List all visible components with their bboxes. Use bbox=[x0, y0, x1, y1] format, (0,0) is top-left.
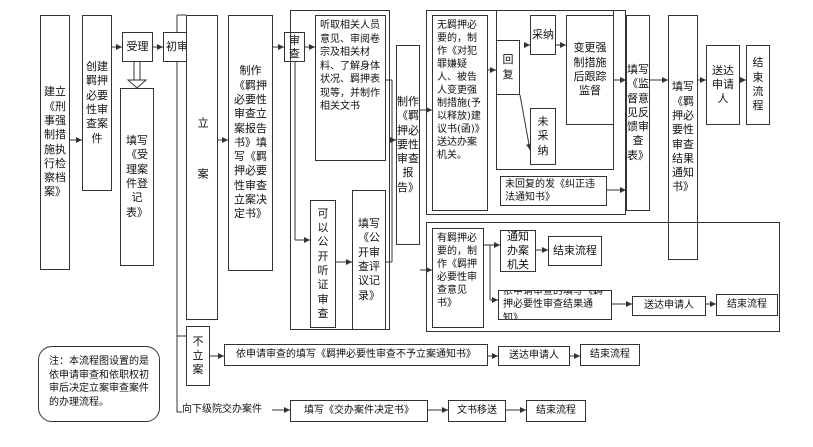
applied-result-box: 依申请审查的填写《羁押必要性审查结果通知》 bbox=[498, 290, 612, 320]
end-notify-label: 结束流程 bbox=[553, 244, 597, 258]
public-hearing-box: 可以公开听证审查 bbox=[310, 200, 336, 328]
review-label: 审查 bbox=[289, 33, 300, 60]
deliver-applicant3-box: 送达申请人 bbox=[498, 346, 570, 366]
make-report-label: 制作《羁押必要性审查立案报告书》填写《羁押必要性审查立案决定书》 bbox=[234, 64, 267, 221]
has-need-box: 有羁押必要的，制作《羁押必要性审查意见书》 bbox=[432, 228, 484, 328]
not-adopt-box: 未采纳 bbox=[530, 108, 556, 165]
notify-agency-box: 通知办案机关 bbox=[500, 230, 536, 272]
public-hearing-label: 可以公开听证审查 bbox=[317, 206, 329, 320]
make-review-report-box: 制作《羁押必要性审查报告》 bbox=[396, 45, 420, 245]
make-report-box: 制作《羁押必要性审查立案报告书》填写《羁押必要性审查立案决定书》 bbox=[228, 15, 273, 271]
reply-box: 回复 bbox=[496, 40, 520, 95]
change-measure-box: 变更强制措施后跟踪监督 bbox=[566, 15, 614, 125]
not-file-notice-label: 依申请审查的填写《羁押必要性审查不予立案通知书》 bbox=[236, 348, 476, 360]
has-need-group-frame bbox=[426, 222, 780, 332]
adopt-label: 采纳 bbox=[532, 28, 554, 42]
note-box: 注：本流程图设置的是依申请审查和依职权初审后决定立案审查案件的办理流程。 bbox=[38, 346, 160, 422]
not-file-label: 不立案 bbox=[192, 334, 204, 377]
review-box: 审查 bbox=[284, 32, 305, 62]
end-not-file-label: 结束流程 bbox=[590, 348, 630, 360]
doc-transfer-box: 文书移送 bbox=[448, 400, 506, 422]
end-main-label: 结束流程 bbox=[752, 56, 764, 113]
review-group-frame bbox=[290, 10, 390, 330]
not-file-notice-box: 依申请审查的填写《羁押必要性审查不予立案通知书》 bbox=[224, 344, 488, 366]
end-transfer-box: 结束流程 bbox=[526, 400, 586, 422]
accept-box: 受理 bbox=[122, 32, 153, 62]
fill-accept-label: 填写《受理案件登记表》 bbox=[126, 134, 148, 219]
end-result-label: 结束流程 bbox=[727, 298, 767, 310]
deliver-applicant-label: 送达申请人 bbox=[712, 63, 734, 106]
file-case-label: 立案 bbox=[196, 116, 210, 219]
create-case-box: 创建羁押必要性审查案件 bbox=[82, 15, 112, 191]
deliver-applicant2-box: 送达申请人 bbox=[632, 296, 706, 316]
deliver-applicant-box: 送达申请人 bbox=[706, 45, 740, 125]
fill-accept-box: 填写《受理案件登记表》 bbox=[120, 88, 154, 266]
transfer-lower-label: 向下级院交办案件 bbox=[182, 404, 262, 415]
no-reply-box: 未回复的发《纠正违法通知书》 bbox=[500, 176, 607, 206]
fill-public-label: 填写《公开审查评议记录》 bbox=[358, 217, 380, 302]
no-need-label: 无羁押必要的，制作《对犯罪嫌疑人、被告人变更强制措施(予以释放)建议书(函)》送… bbox=[437, 20, 481, 161]
end-main-box: 结束流程 bbox=[746, 45, 770, 125]
change-measure-label: 变更强制措施后跟踪监督 bbox=[573, 41, 607, 98]
fill-result-notice-label: 填写《羁押必要性审查结果通知书》 bbox=[672, 80, 694, 194]
doc-transfer-label: 文书移送 bbox=[457, 404, 497, 416]
not-file-box: 不立案 bbox=[186, 326, 210, 386]
no-need-box: 无羁押必要的，制作《对犯罪嫌疑人、被告人变更强制措施(予以释放)建议书(函)》送… bbox=[432, 15, 488, 211]
archive-label: 建立《刑事强制措施执行检察档案》 bbox=[44, 85, 66, 199]
end-result-box: 结束流程 bbox=[716, 294, 778, 316]
fill-result-notice-box: 填写《羁押必要性审查结果通知书》 bbox=[668, 15, 698, 260]
hearing-box: 听取相关人员意见、审阅卷宗及相关材料、了解身体状况、羁押表现等，并制作相关文书 bbox=[315, 15, 386, 161]
end-notify-box: 结束流程 bbox=[548, 236, 602, 266]
fill-feedback-box: 填写《监督意见反馈审查表》 bbox=[626, 15, 650, 211]
fill-public-box: 填写《公开审查评议记录》 bbox=[352, 190, 386, 330]
make-review-report-label: 制作《羁押必要性审查报告》 bbox=[397, 94, 419, 194]
end-not-file-box: 结束流程 bbox=[580, 344, 640, 366]
hearing-label: 听取相关人员意见、审阅卷宗及相关材料、了解身体状况、羁押表现等，并制作相关文书 bbox=[320, 20, 380, 112]
deliver-applicant3-label: 送达申请人 bbox=[509, 349, 559, 361]
fill-transfer-label: 填写《交办案件决定书》 bbox=[304, 404, 414, 416]
fill-transfer-box: 填写《交办案件决定书》 bbox=[290, 400, 428, 422]
adopt-box: 采纳 bbox=[530, 15, 556, 55]
note-text: 注：本流程图设置的是依申请审查和依职权初审后决定立案审查案件的办理流程。 bbox=[49, 356, 149, 408]
reply-label: 回复 bbox=[502, 53, 514, 81]
create-case-label: 创建羁押必要性审查案件 bbox=[86, 60, 108, 145]
notify-agency-label: 通知办案机关 bbox=[507, 230, 529, 272]
deliver-applicant2-label: 送达申请人 bbox=[644, 299, 694, 311]
end-transfer-label: 结束流程 bbox=[536, 404, 576, 416]
has-need-label: 有羁押必要的，制作《羁押必要性审查意见书》 bbox=[437, 233, 477, 309]
fill-feedback-label: 填写《监督意见反馈审查表》 bbox=[627, 62, 649, 162]
file-case-box: 立案 bbox=[186, 15, 218, 320]
no-reply-label: 未回复的发《纠正违法通知书》 bbox=[505, 178, 595, 204]
accept-label: 受理 bbox=[126, 40, 149, 54]
applied-result-label: 依申请审查的填写《羁押必要性审查结果通知》 bbox=[503, 290, 603, 320]
first-review-label: 初审 bbox=[166, 40, 188, 54]
not-adopt-label: 未采纳 bbox=[537, 115, 549, 157]
archive-box: 建立《刑事强制措施执行检察档案》 bbox=[40, 15, 70, 270]
